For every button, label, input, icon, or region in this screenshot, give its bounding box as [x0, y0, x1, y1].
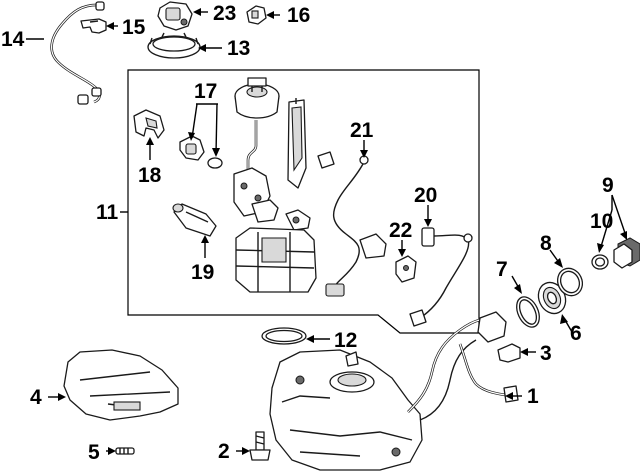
part-17-filter: [179, 135, 223, 169]
callout-1: 1: [527, 385, 539, 408]
callout-5: 5: [88, 441, 100, 464]
callout-labels: 1 2 3 4 5 6 7 8 9 10 11 12 13 14 15 16 1…: [1, 2, 614, 464]
part-21-harness: [317, 151, 387, 297]
callout-23: 23: [213, 2, 236, 25]
callout-8: 8: [540, 232, 552, 255]
pump-module-top: [234, 77, 280, 176]
part-12-gasket: [261, 327, 307, 345]
part-10-gasket: [591, 254, 609, 270]
part-6-inlet: [537, 281, 567, 315]
callout-2: 2: [218, 440, 230, 463]
callout-18: 18: [138, 164, 162, 187]
part-3-bracket: [497, 343, 521, 363]
level-sender: [287, 98, 307, 189]
pump-housing: [235, 227, 317, 293]
part-7-seal: [516, 296, 540, 328]
callout-19: 19: [191, 261, 214, 284]
part-14-vapor-line: [50, 1, 105, 105]
callout-15: 15: [122, 16, 146, 39]
callout-13: 13: [227, 37, 250, 60]
callout-17: 17: [194, 80, 217, 103]
callout-7: 7: [496, 258, 508, 281]
callout-14: 14: [1, 28, 25, 51]
part-15-clip: [80, 18, 107, 34]
callout-9: 9: [602, 174, 614, 197]
part-9-fuel-cap: [613, 237, 640, 269]
callout-21: 21: [350, 119, 374, 142]
filler-neck: [407, 311, 519, 421]
callout-10: 10: [590, 210, 613, 233]
callout-16: 16: [287, 4, 310, 27]
part-4-heat-shield: [63, 349, 179, 421]
callout-11: 11: [96, 201, 119, 224]
callout-6: 6: [570, 322, 582, 345]
callout-4: 4: [30, 386, 42, 409]
assembly-frame: [127, 69, 480, 334]
leader-lines: [26, 8, 627, 455]
fuel-tank: [269, 349, 423, 471]
part-22-bracket: [395, 255, 417, 283]
part-5-bolt: [115, 447, 135, 455]
part-16-fitting: [246, 5, 267, 25]
part-19-fuel-pump: [172, 203, 217, 237]
callout-22: 22: [389, 219, 412, 242]
pump-assembly-core: [233, 167, 311, 231]
part-13-lock-ring: [147, 32, 201, 59]
callout-12: 12: [334, 329, 357, 352]
part-8-ring: [556, 267, 584, 297]
part-18-bracket: [133, 109, 165, 139]
part-23-sensor: [157, 1, 193, 31]
part-20-sensor: [409, 227, 473, 327]
callout-20: 20: [414, 184, 437, 207]
callout-3: 3: [540, 342, 552, 365]
part-2-stud: [249, 431, 271, 461]
